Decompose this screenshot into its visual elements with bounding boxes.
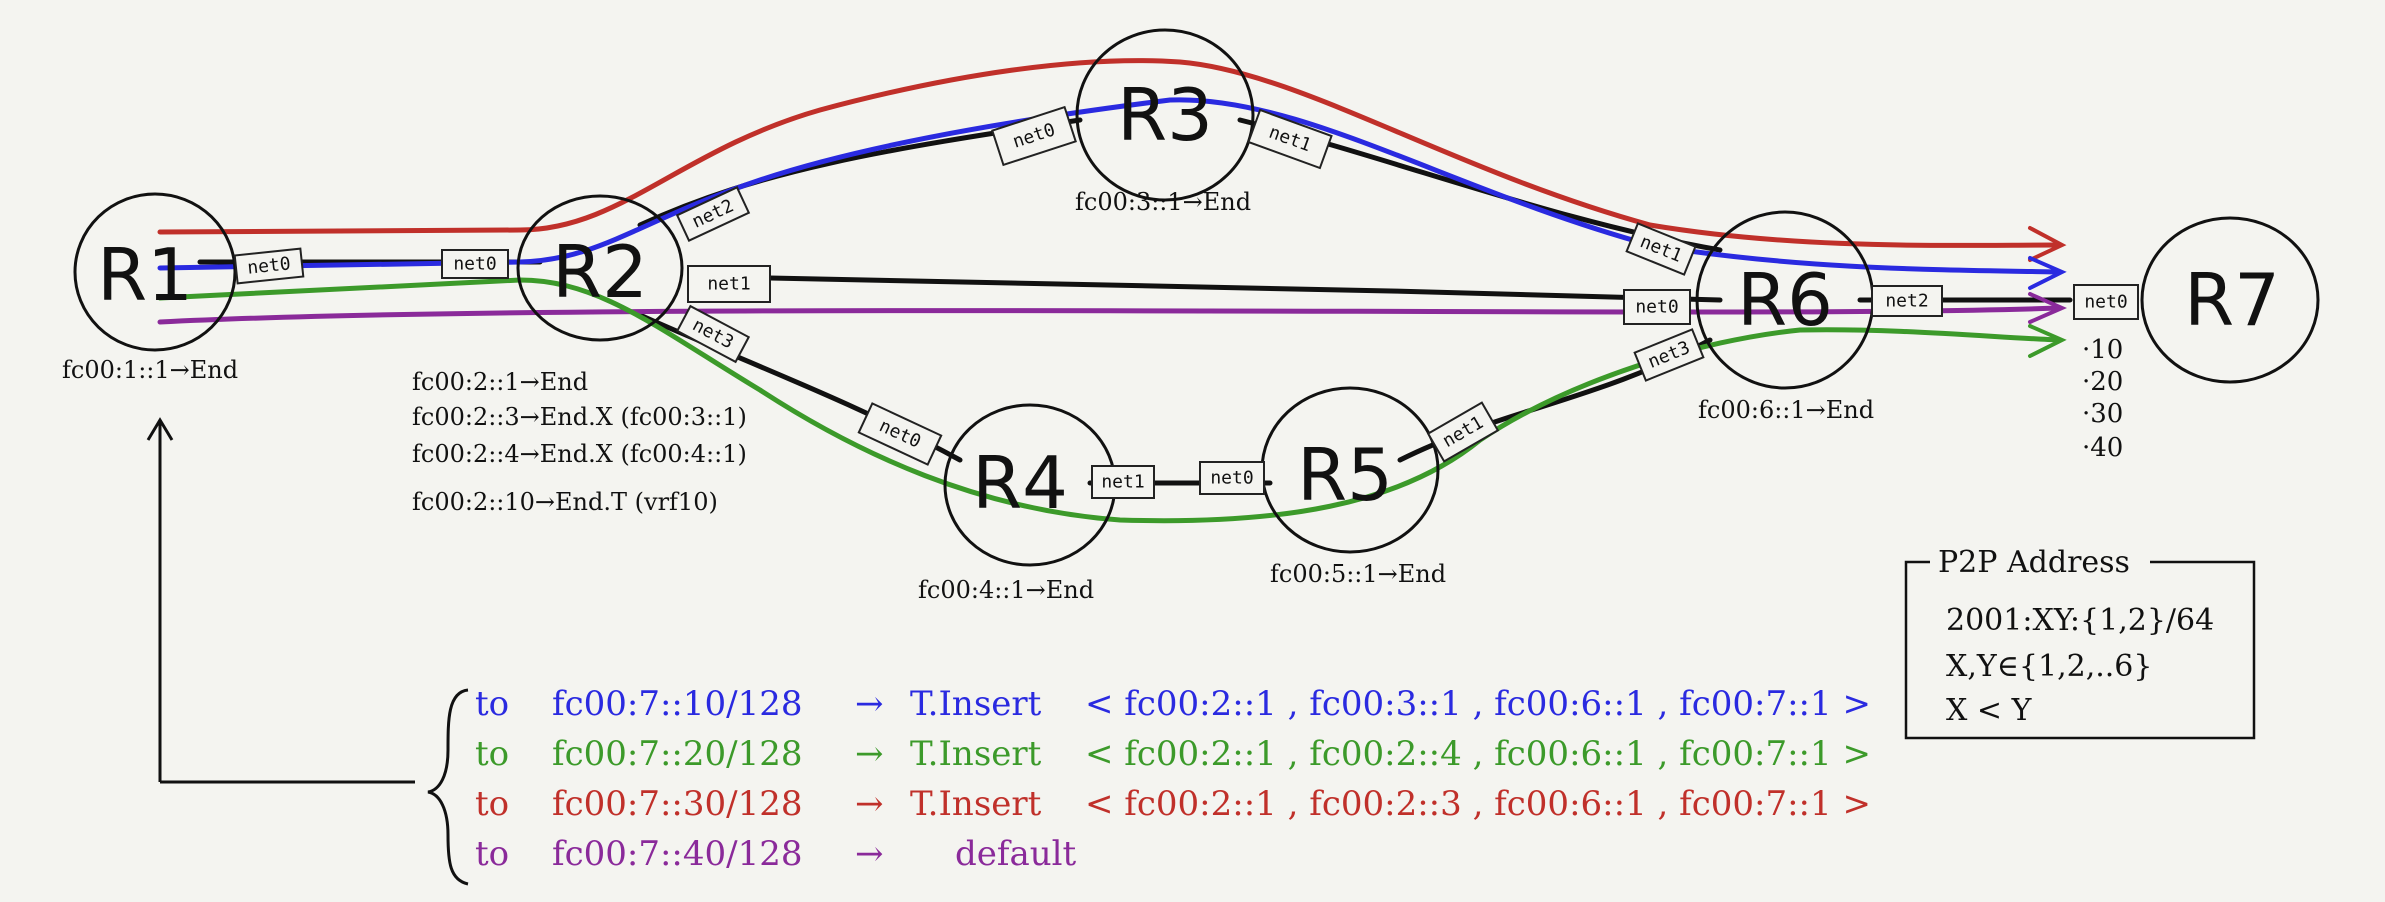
router-r3[interactable]: R3 — [1075, 28, 1255, 202]
routing-rules: to fc00:7::10/128 → T.Insert < fc00:2::1… — [475, 684, 1871, 874]
r3-address: fc00:3::1→End — [1075, 188, 1251, 216]
path-green — [157, 277, 2063, 524]
r7-host-10: ·10 — [2082, 335, 2123, 365]
iface-r6-net3: net3 — [1633, 328, 1705, 382]
svg-text:net1: net1 — [1101, 472, 1144, 493]
router-r7[interactable]: R7 — [2140, 216, 2320, 384]
r6-address: fc00:6::1→End — [1698, 396, 1874, 424]
iface-r3-net0: net0 — [991, 105, 1077, 167]
iface-r7-net0: net0 — [2073, 284, 2139, 320]
svg-text:net0: net0 — [246, 253, 291, 278]
router-r1-circle — [73, 192, 237, 352]
r7-host-list: ·10 ·20 ·30 ·40 — [2082, 335, 2123, 463]
router-r1-label: R1 — [97, 233, 193, 317]
r7-host-30: ·30 — [2082, 399, 2123, 429]
p2p-address-box: P2P Address 2001:XY:{1,2}/64 X,Y∈{1,2,..… — [1904, 545, 2256, 740]
iface-r6-net2: net2 — [1871, 285, 1943, 317]
arrowhead-green — [2028, 324, 2067, 358]
iface-r6-net0: net0 — [1623, 289, 1691, 325]
r2-sid-3: fc00:2::4→End.X (fc00:4::1) — [412, 440, 747, 468]
r4-address: fc00:4::1→End — [918, 576, 1094, 604]
router-r5[interactable]: R5 — [1260, 386, 1440, 554]
iface-r2-net1: net1 — [687, 265, 771, 303]
svg-text:net0: net0 — [1635, 297, 1678, 318]
iface-r5-net0: net0 — [1199, 461, 1265, 495]
router-r7-label: R7 — [2184, 258, 2280, 342]
rule-1: to fc00:7::10/128 → T.Insert < fc00:2::1… — [475, 684, 1871, 724]
arrowhead-red — [2028, 226, 2067, 262]
iface-r3-net1: net1 — [1247, 108, 1333, 170]
sid-labels: fc00:1::1→End fc00:3::1→End fc00:4::1→En… — [62, 188, 1874, 604]
r2-sid-1: fc00:2::1→End — [412, 368, 588, 396]
path-blue — [157, 97, 2063, 275]
rules-brace — [427, 688, 469, 886]
p2p-line1: 2001:XY:{1,2}/64 — [1946, 603, 2214, 638]
arrowhead-blue — [2028, 256, 2067, 290]
router-r2-label: R2 — [552, 230, 648, 314]
iface-r4-net1: net1 — [1091, 465, 1155, 499]
rule-4: to fc00:7::40/128 → default — [475, 834, 1077, 874]
p2p-line2: X,Y∈{1,2,..6} — [1946, 649, 2152, 684]
rule-3: to fc00:7::30/128 → T.Insert < fc00:2::1… — [475, 784, 1871, 824]
path-red — [157, 58, 2063, 248]
r2-sid-4: fc00:2::10→End.T (vrf10) — [412, 488, 718, 516]
rule-2: to fc00:7::20/128 → T.Insert < fc00:2::1… — [475, 734, 1871, 774]
router-r2[interactable]: R2 — [516, 194, 684, 342]
r7-host-20: ·20 — [2082, 367, 2123, 397]
r7-host-40: ·40 — [2082, 433, 2123, 463]
svg-text:net0: net0 — [453, 254, 496, 275]
router-r6-label: R6 — [1737, 258, 1833, 342]
svg-text:net0: net0 — [1210, 468, 1253, 489]
router-r3-circle — [1075, 28, 1255, 202]
p2p-title: P2P Address — [1938, 545, 2130, 580]
p2p-line3: X < Y — [1946, 693, 2033, 728]
r1-rule-arrow — [146, 417, 415, 784]
iface-r2-net3: net3 — [675, 304, 751, 364]
router-r4[interactable]: R4 — [943, 403, 1117, 567]
router-r3-label: R3 — [1117, 73, 1213, 157]
router-r7-circle — [2140, 216, 2320, 384]
iface-r1-net0: net0 — [233, 247, 305, 285]
r2-sid-2: fc00:2::3→End.X (fc00:3::1) — [412, 403, 747, 431]
svg-text:net1: net1 — [707, 274, 750, 295]
router-r5-label: R5 — [1297, 433, 1393, 517]
iface-r2-net0: net0 — [441, 249, 509, 279]
router-r1[interactable]: R1 — [73, 192, 237, 352]
link-r2-r6 — [767, 275, 1723, 303]
interface-tags: net0 net0 net2 net1 net3 net0 net1 net0 — [233, 105, 2139, 499]
svg-text:net0: net0 — [2084, 292, 2127, 313]
router-r2-circle — [516, 194, 684, 342]
r5-address: fc00:5::1→End — [1270, 560, 1446, 588]
svg-text:net2: net2 — [1885, 291, 1928, 312]
r1-address: fc00:1::1→End — [62, 356, 238, 384]
arrowhead-purple — [2028, 292, 2067, 324]
iface-r4-net0: net0 — [857, 402, 943, 466]
router-r4-label: R4 — [972, 441, 1068, 525]
